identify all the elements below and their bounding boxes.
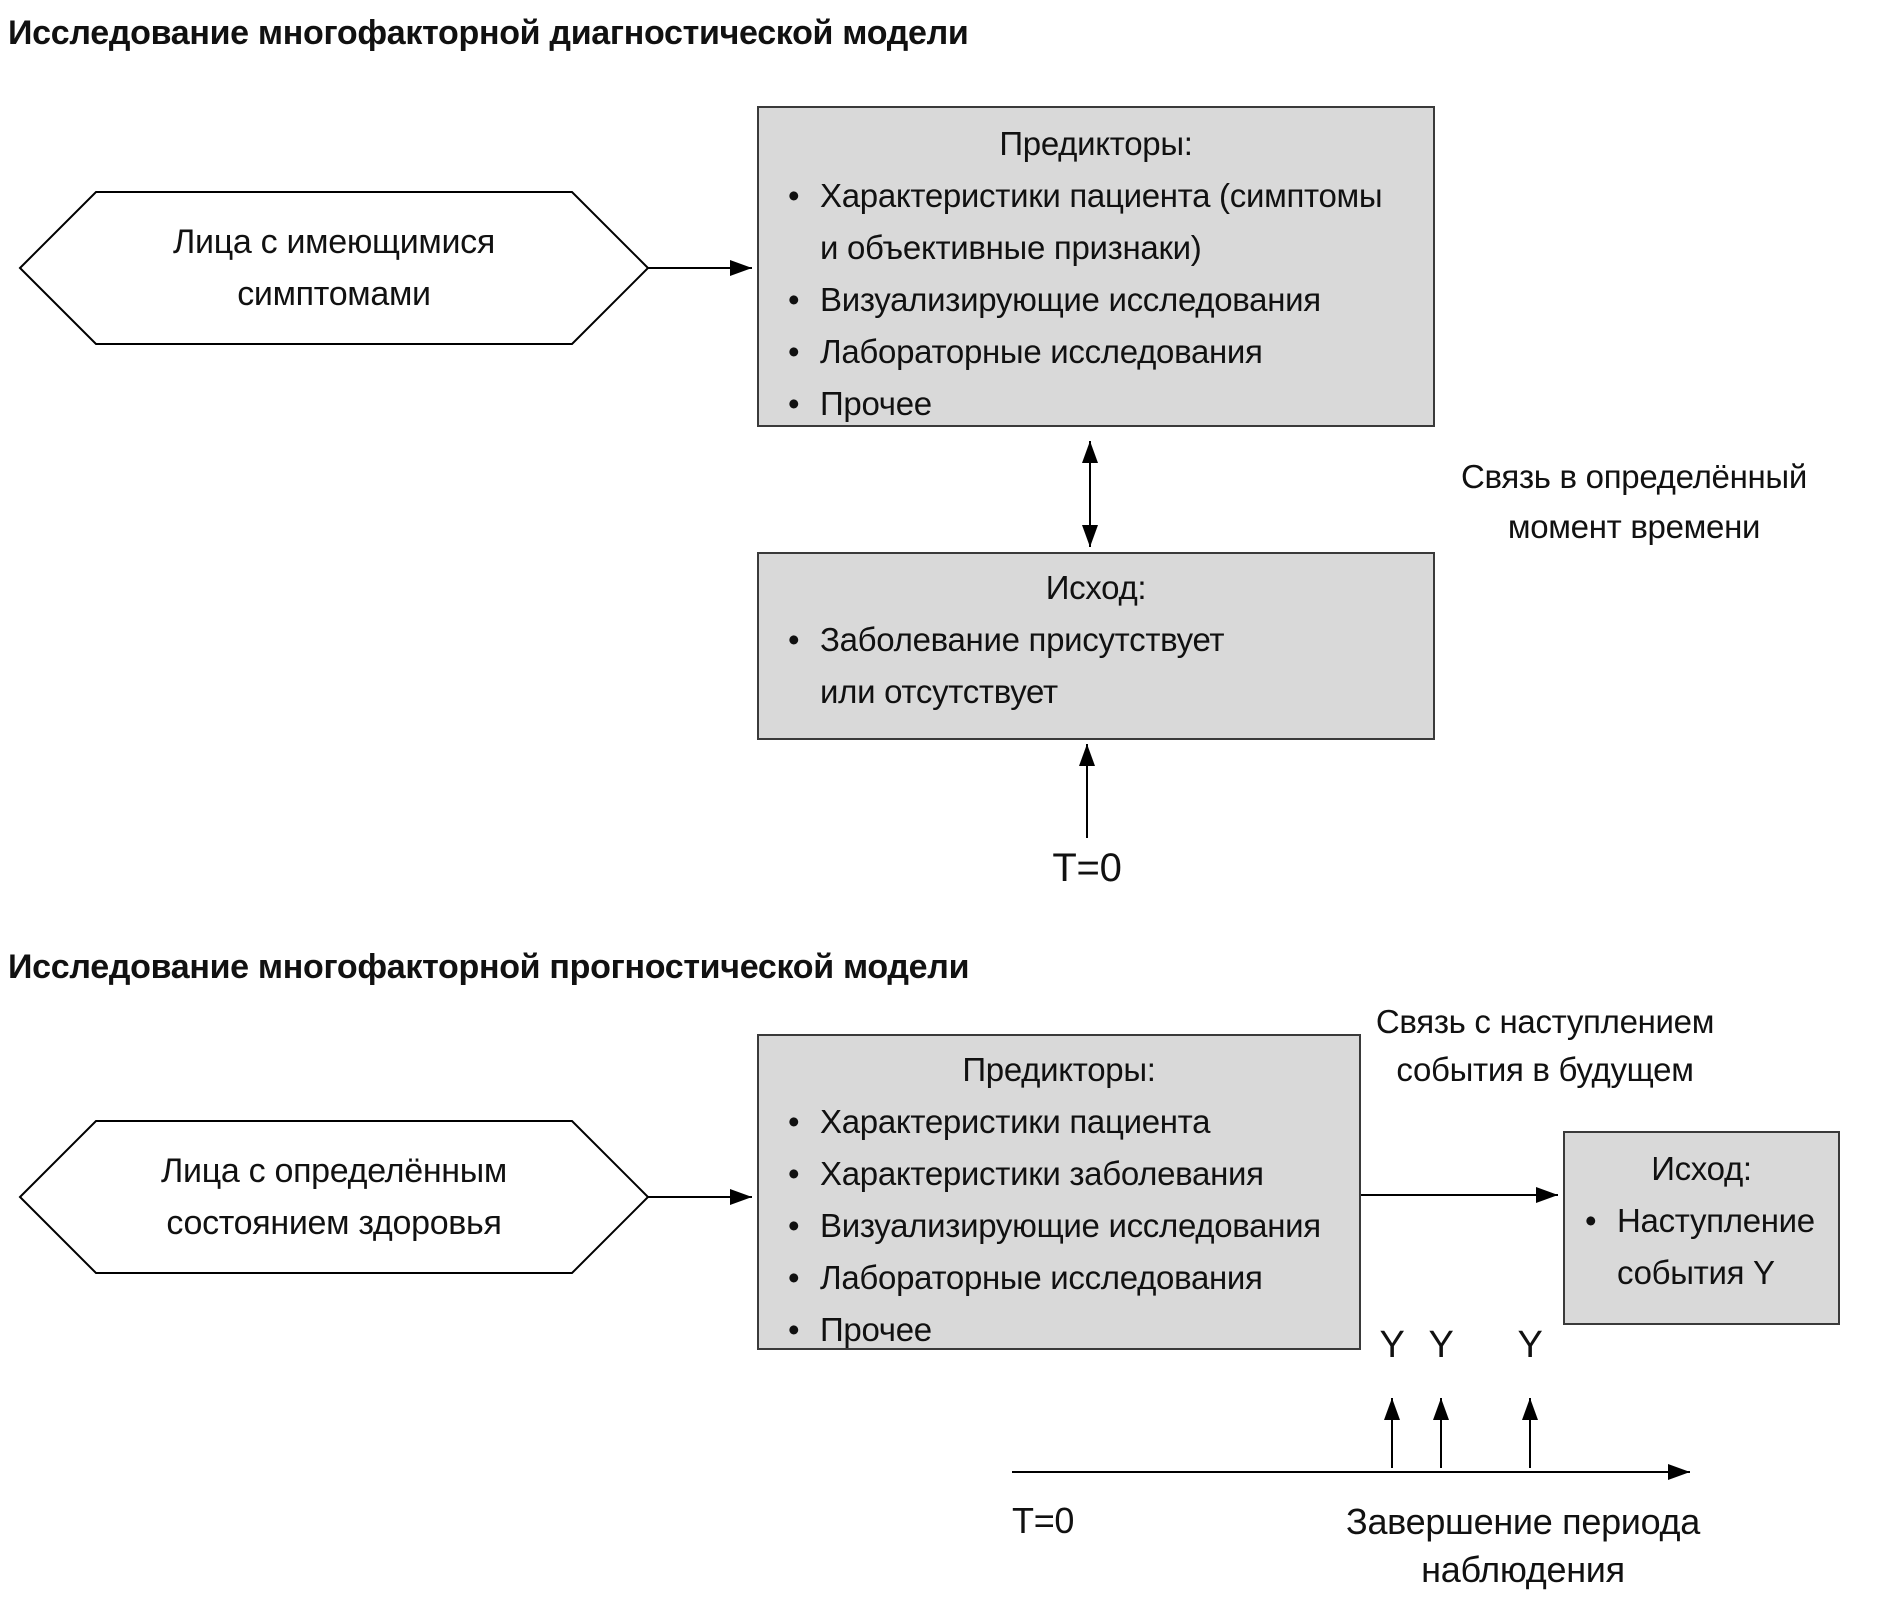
section2-predictors-title: Предикторы: — [962, 1051, 1156, 1088]
list-item: Прочее — [788, 1304, 1349, 1356]
section1-outcome-list: Заболевание присутствует или отсутствует — [759, 614, 1433, 718]
bullet-icon — [788, 1304, 820, 1356]
timeline-end-label: Завершение периода наблюдения — [1346, 1501, 1700, 1590]
event-marker-y-1: Y — [1379, 1324, 1405, 1366]
list-item: Прочее — [788, 378, 1423, 430]
predictor-item: Характеристики пациента (симптомы и объе… — [820, 177, 1383, 266]
section1-t0-label: T=0 — [1052, 846, 1122, 890]
event-marker-y-3: Y — [1517, 1324, 1543, 1366]
bullet-icon — [788, 378, 820, 430]
section2-outcome-title: Исход: — [1651, 1150, 1752, 1187]
event-marker-y-2: Y — [1428, 1324, 1454, 1366]
section2-outcome-box: Исход: Наступление события Y — [1563, 1131, 1840, 1325]
section2-outcome-list: Наступление события Y — [1565, 1195, 1838, 1299]
list-item: Заболевание присутствует или отсутствует — [788, 614, 1423, 718]
outcome-item: Наступление события Y — [1617, 1202, 1815, 1291]
list-item: Визуализирующие исследования — [788, 1200, 1349, 1252]
section2-title: Исследование многофакторной прогностичес… — [8, 948, 970, 986]
bullet-icon — [788, 274, 820, 326]
bullet-icon — [788, 170, 820, 222]
predictor-item: Характеристики пациента — [820, 1103, 1211, 1140]
section1-population-label: Лица с имеющимися симптомами — [172, 223, 495, 313]
predictor-item: Прочее — [820, 1311, 932, 1348]
outcome-item: Заболевание присутствует или отсутствует — [820, 621, 1225, 710]
section2-predictors-box: Предикторы: Характеристики пациента Хара… — [757, 1034, 1361, 1350]
list-item: Характеристики пациента (симптомы и объе… — [788, 170, 1423, 274]
bullet-icon — [788, 1096, 820, 1148]
predictor-item: Лабораторные исследования — [820, 333, 1263, 370]
bullet-icon — [788, 326, 820, 378]
list-item: Лабораторные исследования — [788, 326, 1423, 378]
predictor-item: Прочее — [820, 385, 932, 422]
list-item: Характеристики пациента — [788, 1096, 1349, 1148]
predictor-item: Визуализирующие исследования — [820, 281, 1321, 318]
section1-outcome-title: Исход: — [1045, 569, 1147, 606]
bullet-icon — [1585, 1195, 1617, 1247]
bullet-icon — [788, 1148, 820, 1200]
section2-population-label: Лица с определённым состоянием здоровья — [160, 1152, 507, 1242]
section2-t0-label: T=0 — [1012, 1500, 1075, 1541]
predictor-item: Лабораторные исследования — [820, 1259, 1263, 1296]
section1-predictors-box: Предикторы: Характеристики пациента (сим… — [757, 106, 1435, 427]
section2-link-label: Связь с наступлением события в будущем — [1375, 1003, 1715, 1088]
list-item: Наступление события Y — [1585, 1195, 1828, 1299]
section1-outcome-box: Исход: Заболевание присутствует или отсу… — [757, 552, 1435, 740]
list-item: Характеристики заболевания — [788, 1148, 1349, 1200]
bullet-icon — [788, 1200, 820, 1252]
predictor-item: Характеристики заболевания — [820, 1155, 1264, 1192]
section2-predictors-list: Характеристики пациента Характеристики з… — [759, 1096, 1359, 1356]
section1-predictors-title: Предикторы: — [999, 125, 1193, 162]
list-item: Визуализирующие исследования — [788, 274, 1423, 326]
section1-title: Исследование многофакторной диагностичес… — [8, 14, 969, 52]
bullet-icon — [788, 1252, 820, 1304]
section1-predictors-list: Характеристики пациента (симптомы и объе… — [759, 170, 1433, 430]
predictor-item: Визуализирующие исследования — [820, 1207, 1321, 1244]
list-item: Лабораторные исследования — [788, 1252, 1349, 1304]
section1-link-label: Связь в определённый момент времени — [1461, 458, 1807, 545]
bullet-icon — [788, 614, 820, 666]
